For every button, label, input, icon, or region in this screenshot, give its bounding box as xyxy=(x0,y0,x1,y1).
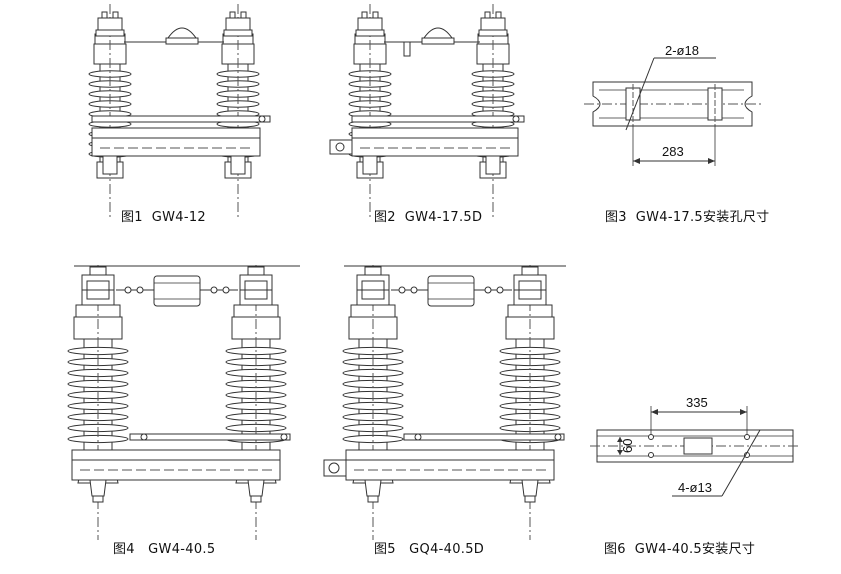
figure-1-drawing xyxy=(88,3,271,220)
figure-4-caption: 图4 GW4-40.5 xyxy=(113,542,216,557)
fig3-hole-spec: 2-ø18 xyxy=(665,43,699,58)
figure-4-drawing xyxy=(67,264,300,541)
figure-1-caption: 图1 GW4-12 xyxy=(121,210,206,225)
figure-5-drawing xyxy=(323,264,566,541)
figure-5-caption: 图5 GQ4-40.5D xyxy=(374,542,485,557)
fig6-spacing-value: 335 xyxy=(686,395,708,410)
figure-2-drawing xyxy=(329,3,525,220)
fig3-spacing-value: 283 xyxy=(662,144,684,159)
fig6-width-value: 60 xyxy=(620,439,635,453)
figure-6-drawing xyxy=(590,406,800,497)
fig6-hole-spec: 4-ø13 xyxy=(678,480,712,495)
figure-3-drawing xyxy=(584,57,764,166)
figure-2-caption: 图2 GW4-17.5D xyxy=(374,210,483,225)
figure-3-caption: 图3 GW4-17.5安装孔尺寸 xyxy=(605,210,770,225)
figure-6-caption: 图6 GW4-40.5安装尺寸 xyxy=(604,542,756,557)
